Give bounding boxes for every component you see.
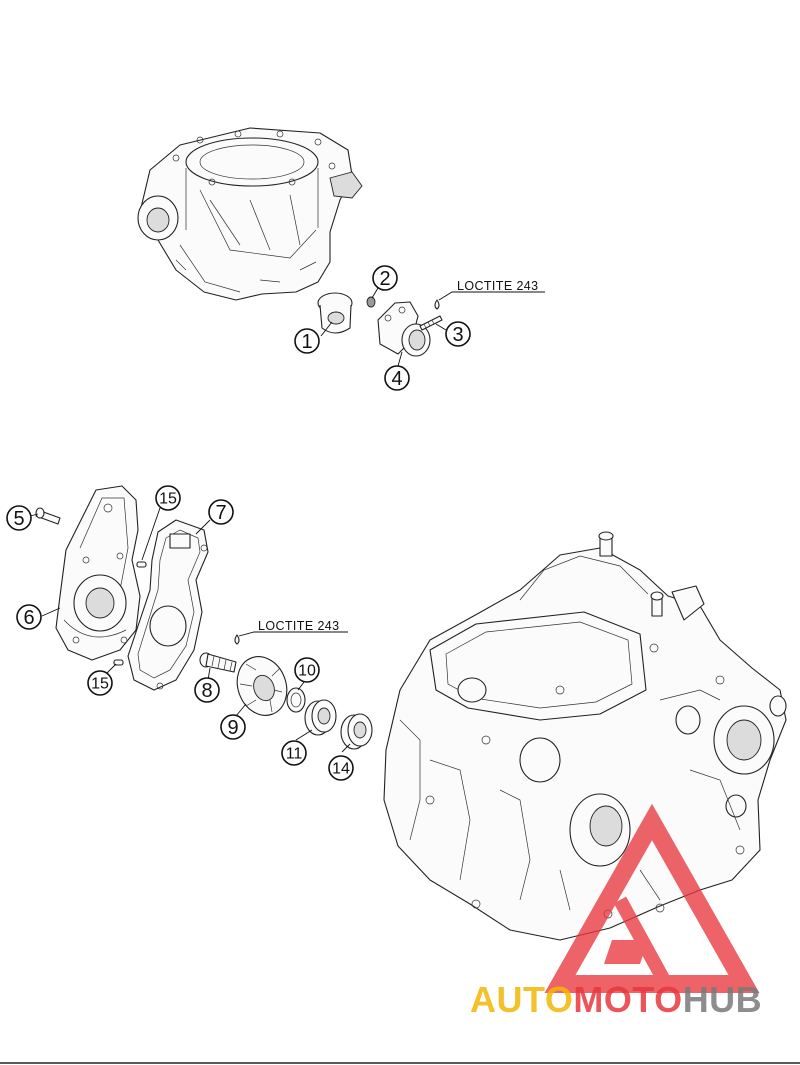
callout-5: 5	[6, 505, 32, 531]
leader-lines	[29, 287, 545, 753]
svg-text:7: 7	[215, 502, 226, 524]
callout-7: 7	[208, 499, 234, 525]
loctite-drop-icon	[434, 299, 440, 310]
gasket-drawing	[127, 519, 209, 691]
loctite-drop-icon-2	[234, 634, 240, 645]
dowel-pin-upper	[136, 561, 147, 568]
svg-text:14: 14	[332, 761, 350, 778]
callout-2: 2	[372, 265, 398, 291]
svg-text:3: 3	[452, 324, 463, 346]
callout-8: 8	[194, 677, 220, 703]
loctite-note-middle: LOCTITE 243	[258, 619, 340, 633]
watermark-text: AUTOMOTOHUB	[470, 979, 762, 1020]
callout-14: 14	[328, 755, 354, 781]
watermark-triangle-icon	[544, 803, 760, 993]
callout-4: 4	[384, 365, 410, 391]
impeller-part	[236, 656, 288, 716]
watermark-text-moto: MOTO	[573, 979, 682, 1020]
impeller-bolt-part	[199, 652, 237, 673]
thermostat-part	[317, 292, 353, 334]
crankcase-drawing	[383, 531, 787, 941]
svg-text:9: 9	[227, 717, 238, 739]
bearing-part-14	[340, 713, 373, 750]
o-ring-part	[366, 296, 376, 308]
thermostat-housing-part	[377, 301, 431, 357]
watermark-text-auto: AUTO	[470, 979, 573, 1020]
bearing-part-11	[304, 699, 337, 736]
svg-text:8: 8	[201, 680, 212, 702]
seal-ring-part	[286, 687, 306, 713]
svg-text:11: 11	[286, 746, 303, 763]
svg-text:15: 15	[91, 676, 109, 693]
screw-part-3	[419, 315, 443, 331]
svg-text:4: 4	[391, 368, 402, 390]
svg-text:5: 5	[13, 508, 24, 530]
dowel-pin-lower	[113, 659, 124, 666]
svg-text:10: 10	[298, 663, 316, 680]
callout-1: 1	[294, 328, 320, 354]
loctite-note-top: LOCTITE 243	[457, 279, 539, 293]
watermark-text-hub: HUB	[683, 979, 763, 1020]
callout-15-upper: 15	[155, 485, 181, 511]
cylinder-drawing	[137, 127, 363, 301]
callout-10: 10	[294, 657, 320, 683]
watermark-logo	[544, 803, 760, 993]
screw-part-5	[35, 507, 61, 525]
svg-text:15: 15	[159, 491, 177, 508]
callout-11: 11	[281, 740, 307, 766]
svg-text:2: 2	[379, 268, 390, 290]
callout-3: 3	[445, 321, 471, 347]
svg-text:6: 6	[23, 607, 34, 629]
callout-9: 9	[220, 714, 246, 740]
svg-text:1: 1	[301, 331, 312, 353]
water-pump-cover-drawing	[55, 485, 141, 661]
callout-15-lower: 15	[87, 670, 113, 696]
callout-6: 6	[16, 604, 42, 630]
